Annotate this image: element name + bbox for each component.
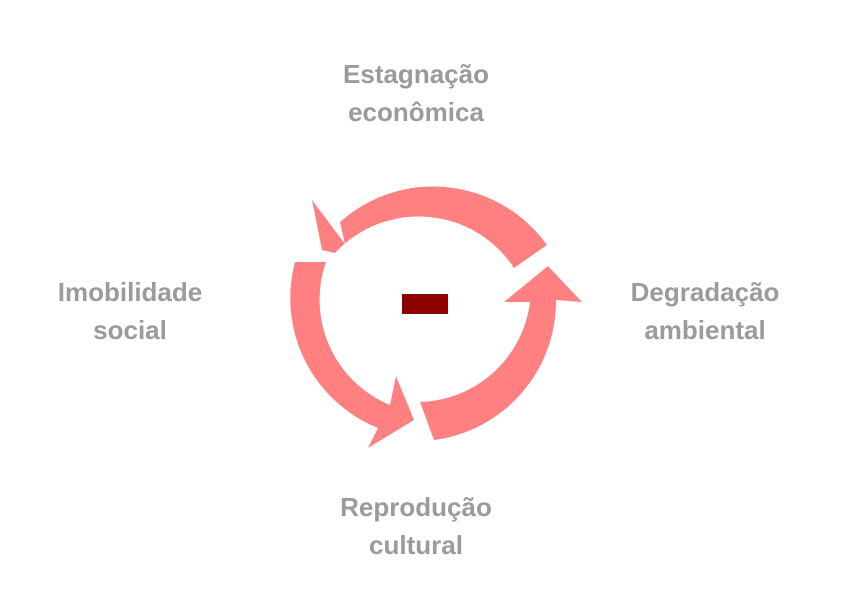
node-label-line: ambiental [644, 315, 766, 345]
node-label-line: social [93, 315, 167, 345]
node-label-line: Estagnação [343, 59, 489, 89]
cycle-arrow-right [420, 266, 582, 440]
node-label-line: Reprodução [340, 492, 492, 522]
node-label-cultural-reproduction: Reprodução cultural [316, 488, 516, 564]
cycle-arrow-left [290, 262, 414, 448]
node-label-line: econômica [348, 97, 484, 127]
node-label-line: Imobilidade [57, 277, 203, 307]
node-label-line: Degradação [630, 277, 780, 307]
node-label-economic-stagnation: Estagnação econômica [316, 55, 516, 131]
cycle-arrow-top [312, 186, 547, 268]
node-label-line: cultural [369, 530, 463, 560]
node-label-social-immobility: Imobilidade social [35, 273, 225, 349]
center-minus-sign [402, 294, 448, 314]
node-label-environmental-degradation: Degradação ambiental [610, 273, 800, 349]
